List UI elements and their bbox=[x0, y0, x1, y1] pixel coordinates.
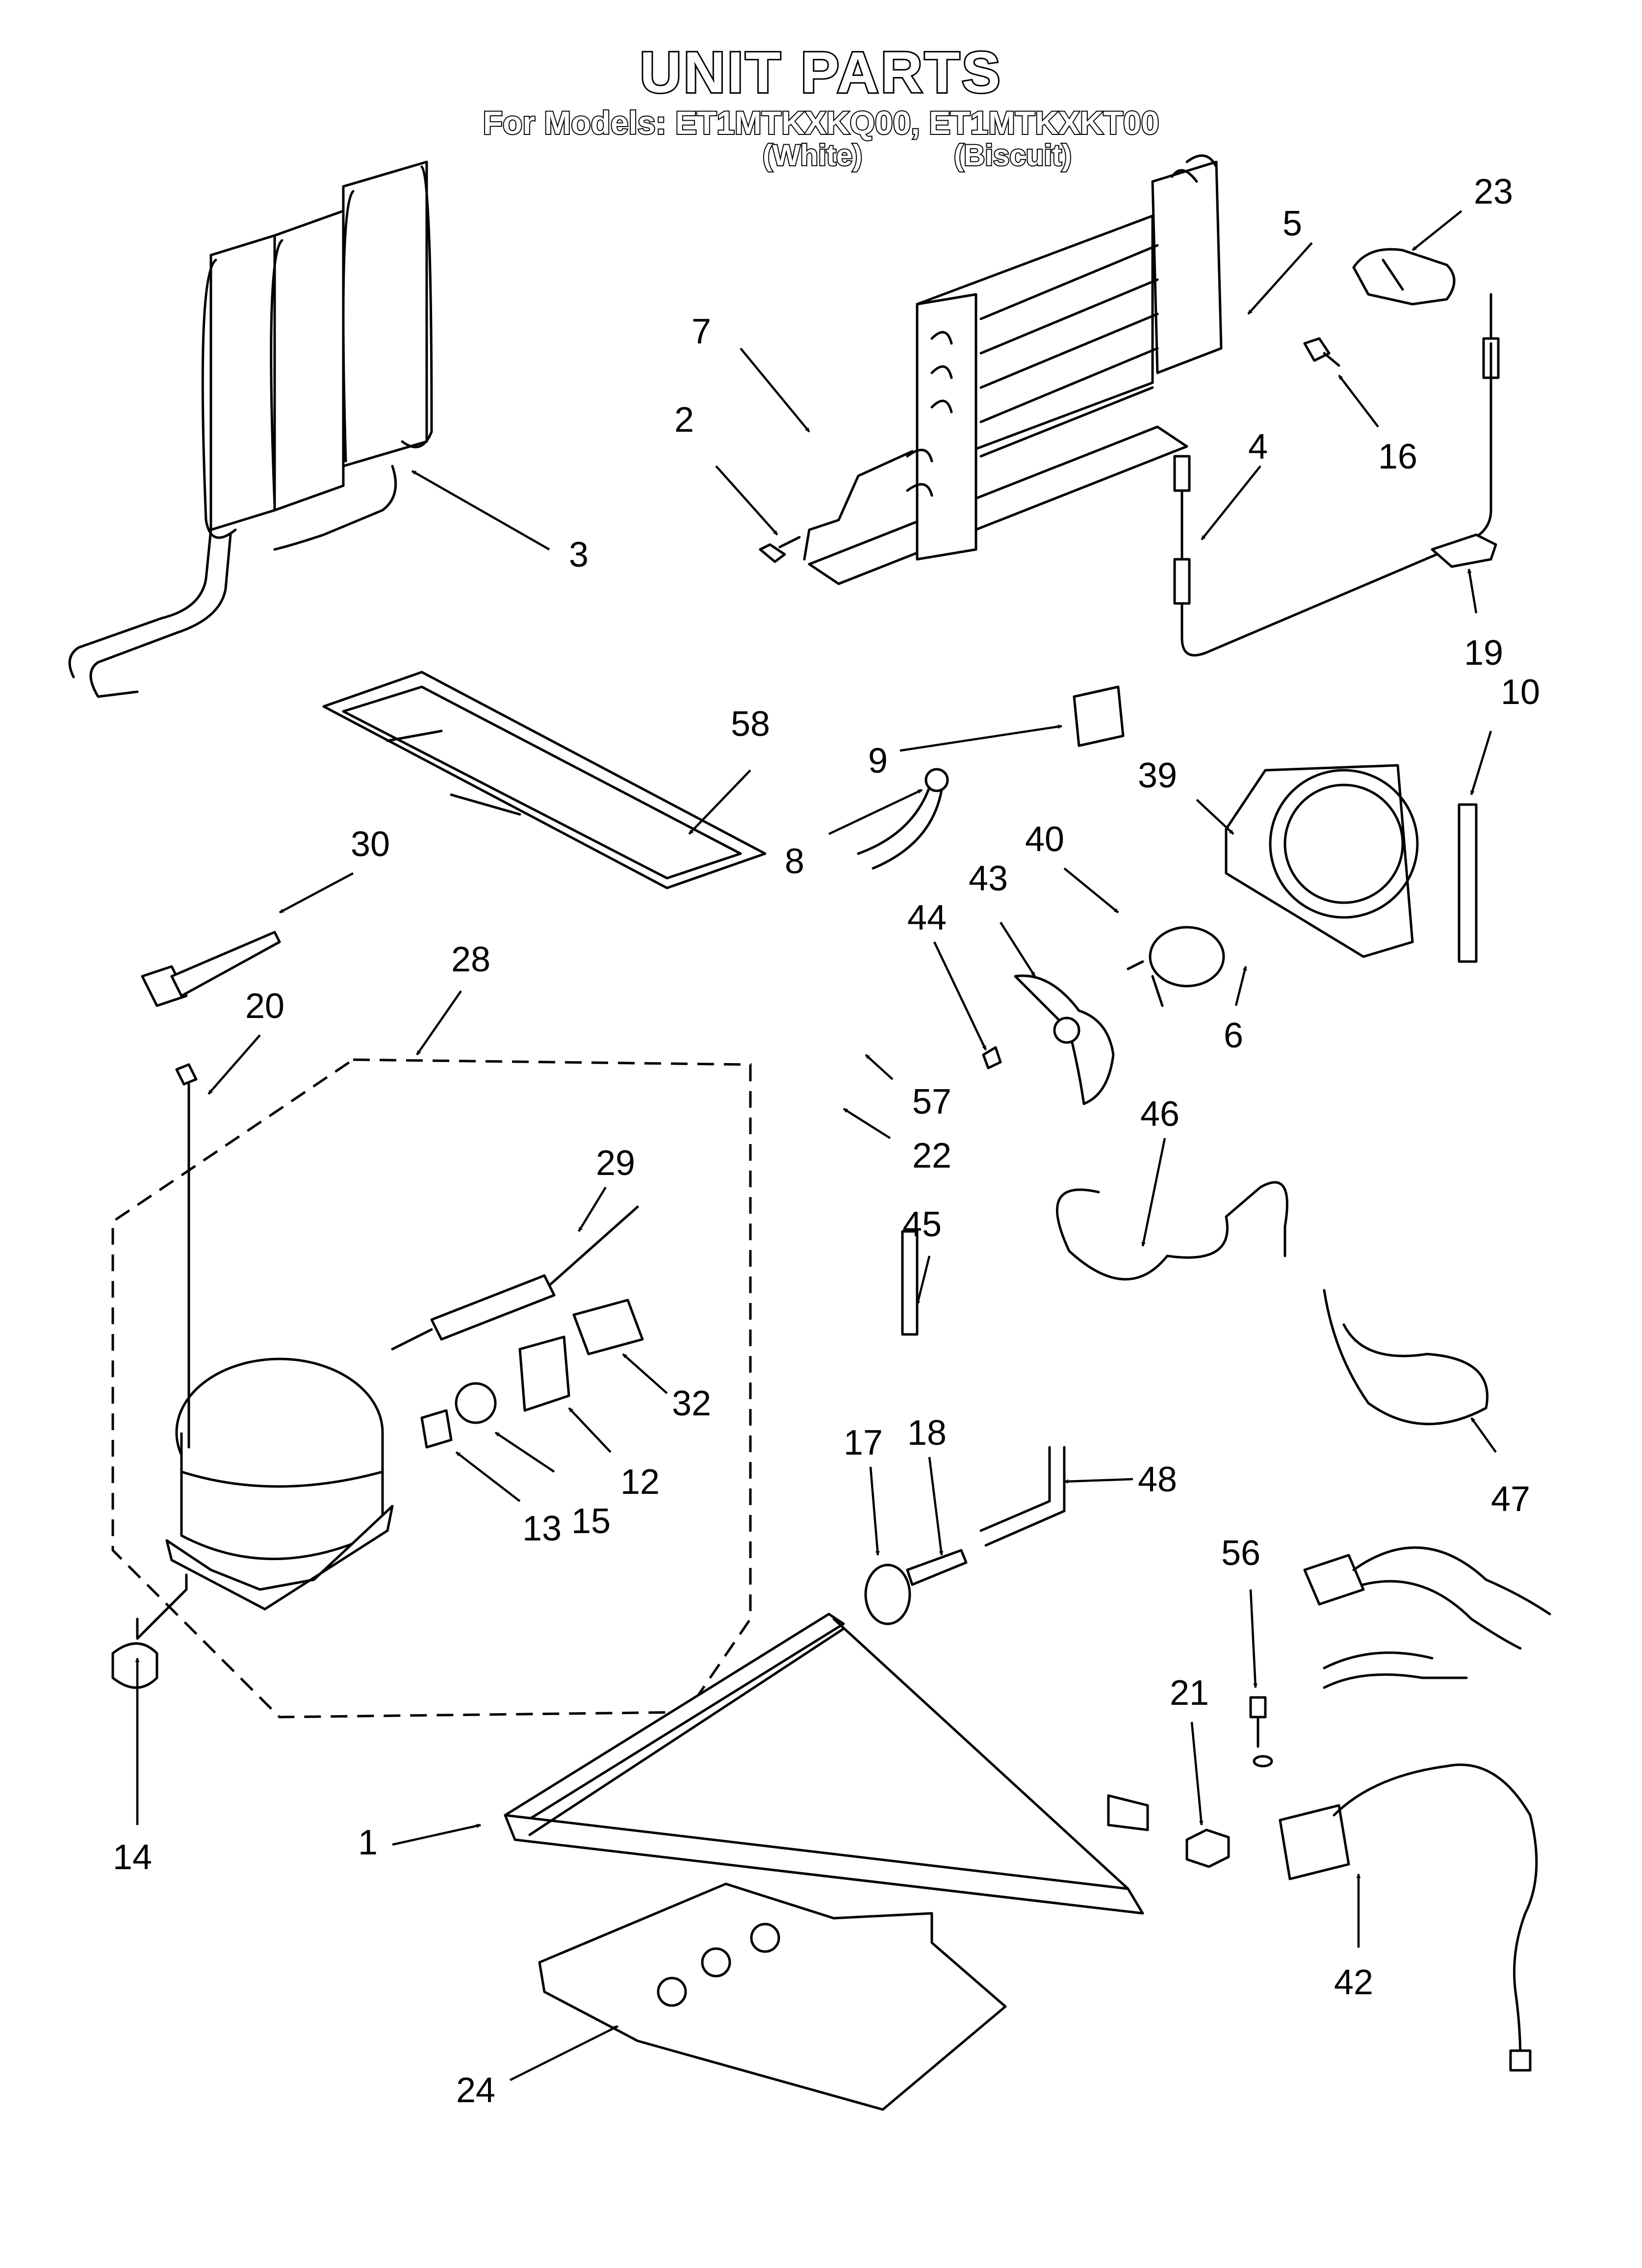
color-label-white: (White) bbox=[762, 138, 863, 173]
callout-46: 46 bbox=[1140, 1095, 1180, 1134]
fan-motor-part bbox=[1127, 926, 1225, 1007]
callout-44: 44 bbox=[907, 898, 947, 938]
callout-21: 21 bbox=[1170, 1673, 1209, 1713]
tube-part-46 bbox=[1056, 1181, 1288, 1281]
callout-6: 6 bbox=[1224, 1016, 1243, 1055]
gasket-strip-part bbox=[1458, 803, 1478, 963]
callout-18: 18 bbox=[907, 1413, 947, 1453]
tube-part-47 bbox=[1323, 1289, 1488, 1426]
bracket-part-9 bbox=[1073, 685, 1125, 747]
fan-shroud-part bbox=[1225, 764, 1419, 958]
screw-part-16 bbox=[1303, 337, 1340, 367]
callout-32: 32 bbox=[672, 1384, 711, 1423]
callout-5: 5 bbox=[1283, 204, 1302, 243]
callout-58: 58 bbox=[731, 704, 770, 744]
callout-43: 43 bbox=[969, 859, 1008, 898]
callout-19: 19 bbox=[1464, 633, 1503, 673]
pin-part-45 bbox=[901, 1230, 919, 1336]
callout-20: 20 bbox=[245, 987, 284, 1026]
callout-42: 42 bbox=[1334, 1963, 1373, 2002]
callout-56: 56 bbox=[1221, 1534, 1260, 1573]
base-frame-part bbox=[504, 1613, 1149, 1915]
leader-lines bbox=[135, 210, 1497, 2082]
tube-part-48 bbox=[979, 1446, 1066, 1547]
callout-28: 28 bbox=[451, 940, 490, 979]
nut-part-21 bbox=[1185, 1828, 1230, 1868]
grommet-part-14 bbox=[111, 1573, 188, 1689]
callout-24: 24 bbox=[456, 2071, 495, 2110]
callout-23: 23 bbox=[1474, 172, 1513, 211]
fan-blade-part bbox=[1014, 974, 1115, 1105]
evaporator-part bbox=[803, 154, 1223, 585]
thermistor-wire-part bbox=[1173, 293, 1500, 657]
callout-12: 12 bbox=[620, 1462, 660, 1502]
heater-part-8 bbox=[857, 768, 949, 870]
drier-part-29 bbox=[391, 1205, 639, 1351]
callout-13: 13 bbox=[522, 1509, 562, 1548]
clip-part-44 bbox=[982, 1046, 1002, 1069]
color-label-biscuit: (Biscuit) bbox=[953, 138, 1073, 173]
overload-part-15 bbox=[455, 1382, 497, 1424]
capacitor-part-32 bbox=[572, 1299, 644, 1356]
axle-part-18 bbox=[906, 1549, 968, 1586]
callout-2: 2 bbox=[674, 400, 694, 440]
callout-1: 1 bbox=[358, 1823, 378, 1862]
callout-10: 10 bbox=[1501, 673, 1540, 712]
mounting-plate-part bbox=[538, 1882, 1007, 2111]
callout-7: 7 bbox=[692, 312, 711, 351]
callout-22: 22 bbox=[912, 1136, 951, 1175]
callout-40: 40 bbox=[1025, 820, 1064, 859]
screw-part-2 bbox=[759, 536, 801, 563]
compressor-assembly-part bbox=[111, 1058, 752, 1719]
models-line: For Models: ET1MTKXKQ00, ET1MTKXKT00 bbox=[482, 104, 1160, 142]
screw-part-56 bbox=[1249, 1696, 1273, 1768]
callout-30: 30 bbox=[351, 825, 390, 864]
callout-15: 15 bbox=[571, 1502, 611, 1541]
condenser-coil-part bbox=[68, 160, 433, 698]
drain-pan-part bbox=[322, 671, 767, 889]
callout-48: 48 bbox=[1138, 1460, 1177, 1499]
callout-57: 57 bbox=[912, 1082, 951, 1121]
clip-part-19 bbox=[1431, 533, 1497, 568]
callout-14: 14 bbox=[113, 1838, 152, 1877]
callout-4: 4 bbox=[1248, 427, 1268, 467]
callout-16: 16 bbox=[1378, 437, 1417, 476]
screw-part-20 bbox=[175, 1063, 198, 1449]
page-title: UNIT PARTS bbox=[638, 39, 1002, 106]
cable-tie-part bbox=[141, 931, 281, 1007]
callout-9: 9 bbox=[868, 741, 888, 781]
cover-part-12 bbox=[518, 1335, 570, 1412]
callout-8: 8 bbox=[785, 842, 804, 881]
callout-29: 29 bbox=[596, 1144, 635, 1183]
callout-labels: 3 5 23 7 2 4 16 19 10 58 9 8 39 40 43 44… bbox=[113, 172, 1540, 2110]
callout-17: 17 bbox=[844, 1423, 883, 1462]
cover-part-23 bbox=[1352, 248, 1456, 306]
callout-39: 39 bbox=[1138, 756, 1177, 795]
callout-45: 45 bbox=[902, 1205, 942, 1244]
relay-part-13 bbox=[420, 1409, 453, 1449]
callout-3: 3 bbox=[569, 535, 589, 574]
callout-47: 47 bbox=[1491, 1480, 1530, 1519]
roller-part-17 bbox=[864, 1564, 911, 1625]
wire-harness-part bbox=[1279, 1546, 1551, 2072]
